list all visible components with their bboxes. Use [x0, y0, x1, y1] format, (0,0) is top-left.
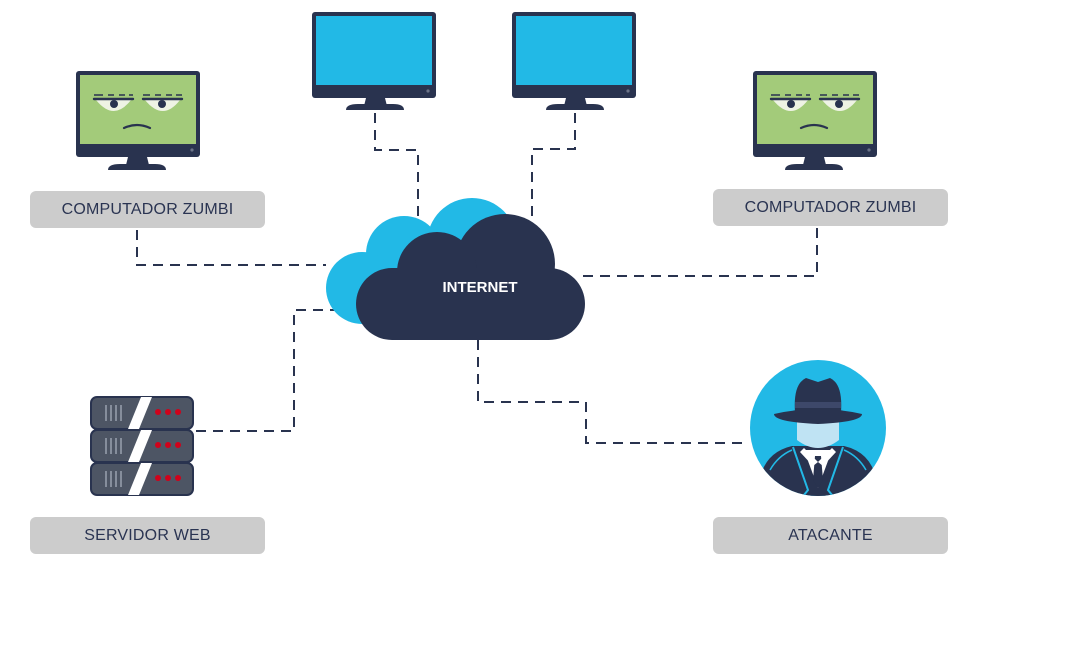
link-attacker — [477, 340, 748, 444]
zombie-monitor-icon — [753, 71, 877, 170]
zombie-computer-label-right: COMPUTADOR ZUMBI — [713, 189, 948, 226]
link-monitor-1 — [374, 113, 419, 225]
monitor-icon — [512, 12, 636, 110]
link-monitor-2 — [531, 113, 576, 222]
zombie-monitor-icon — [76, 71, 200, 170]
cloud-icon — [326, 198, 585, 340]
web-server-label: SERVIDOR WEB — [30, 517, 265, 554]
link-web-server — [196, 309, 336, 432]
monitor-icon — [312, 12, 436, 110]
hacker-icon — [750, 360, 886, 496]
attacker-label: ATACANTE — [713, 517, 948, 554]
link-zombie-right — [578, 228, 818, 277]
zombie-computer-label-left: COMPUTADOR ZUMBI — [30, 191, 265, 228]
server-rack-icon — [90, 396, 194, 496]
link-zombie-left — [136, 230, 326, 266]
connection-lines — [136, 113, 818, 444]
internet-label: INTERNET — [442, 279, 518, 296]
